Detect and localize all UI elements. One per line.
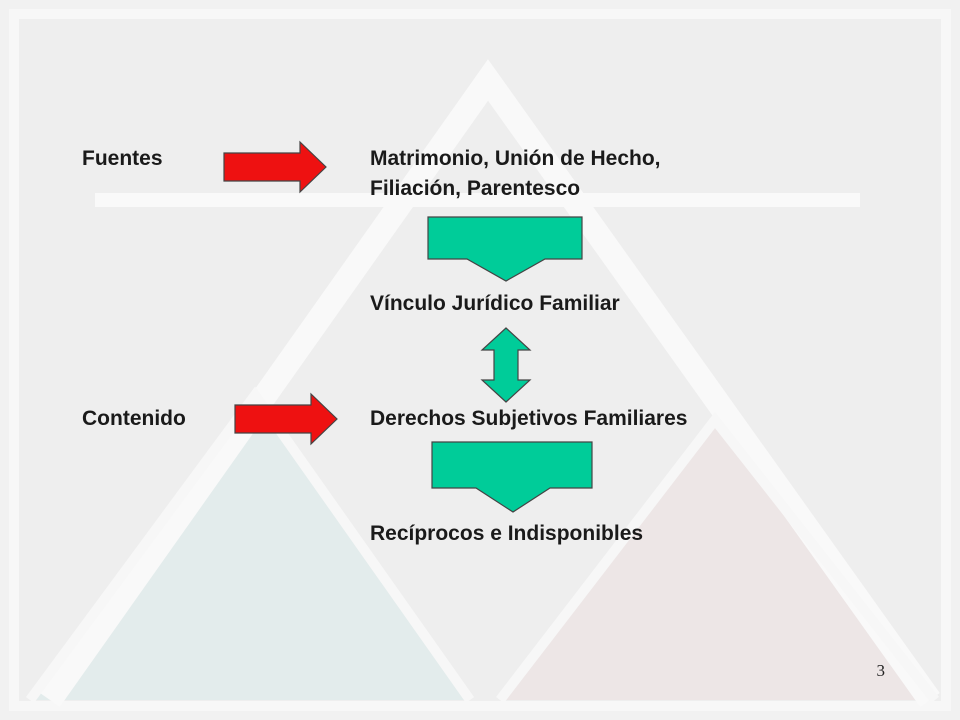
reciprocos-text: Recíprocos e Indisponibles: [370, 522, 644, 545]
red-right-arrow-fuentes: [223, 140, 327, 194]
page-number: 3: [876, 661, 886, 680]
green-down-arrow-1: [427, 216, 583, 282]
inner-left-triangle-outline: [25, 386, 475, 703]
vinculo-text: Vínculo Jurídico Familiar: [370, 292, 620, 315]
contenido-label: Contenido: [82, 407, 186, 430]
green-down-arrow-2: [431, 441, 593, 513]
central-triangle-outline: [40, 59, 940, 707]
sources-text-line2: Filiación, Parentesco: [370, 177, 581, 200]
inner-right-triangle-outline: [496, 411, 939, 704]
green-double-arrow: [480, 327, 532, 403]
right-triangle-shape: [500, 420, 935, 700]
sources-text-line1: Matrimonio, Unión de Hecho,: [370, 147, 661, 170]
red-right-arrow-contenido: [234, 392, 338, 446]
left-triangle-shape: [30, 395, 470, 700]
fuentes-label: Fuentes: [82, 147, 163, 170]
derechos-text: Derechos Subjetivos Familiares: [370, 407, 688, 430]
